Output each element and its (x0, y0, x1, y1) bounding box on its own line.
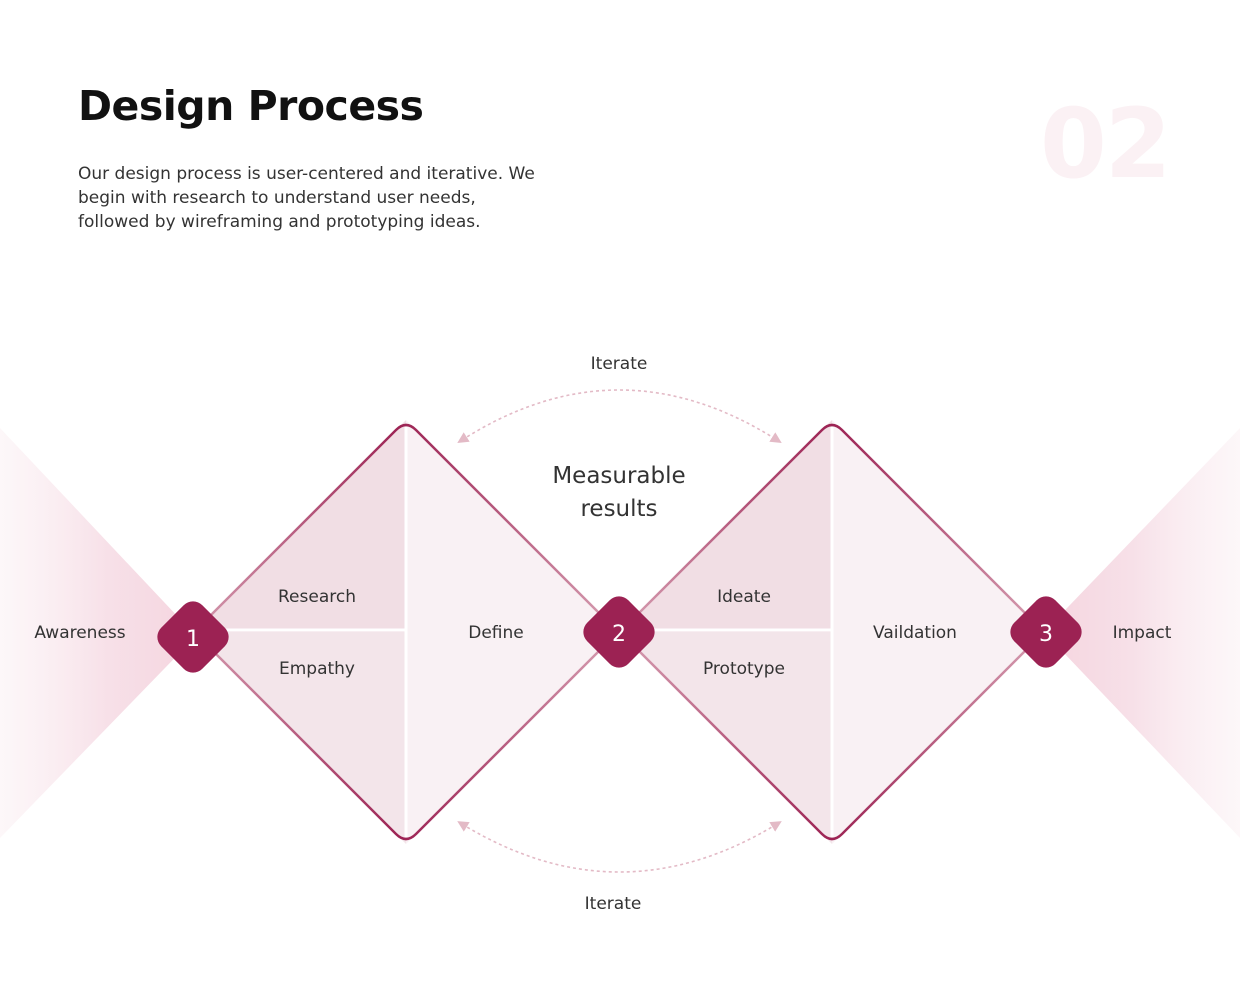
intro-paragraph: Our design process is user-centered and … (78, 164, 535, 232)
validation-label: Vaildation (873, 623, 957, 643)
define-label: Define (468, 623, 524, 643)
prototype-label: Prototype (703, 659, 785, 679)
milestone-2-badge: 2 (583, 596, 655, 668)
milestone-1-label: 1 (186, 627, 200, 652)
diamond2-outline (629, 423, 1035, 841)
iterate-bottom-arrow (457, 821, 782, 873)
ideate-label: Ideate (717, 587, 771, 607)
page-title: Design Process (78, 82, 424, 130)
impact-fan (1044, 428, 1240, 838)
diamond2-right-half (832, 420, 1044, 844)
milestone-1-badge: 1 (157, 601, 229, 673)
iterate-top-label: Iterate (591, 354, 648, 374)
measurable-results-line1: Measurable (552, 463, 685, 489)
research-label: Research (278, 587, 356, 607)
diamond-develop-deliver (620, 420, 1044, 844)
milestone-3-badge: 3 (1010, 596, 1082, 668)
milestone-2-label: 2 (612, 622, 626, 647)
iterate-top-arrow (457, 389, 782, 444)
page-number: 02 (1040, 88, 1172, 200)
awareness-fan (0, 428, 196, 838)
diamond1-outline (193, 423, 609, 841)
empathy-label: Empathy (279, 659, 355, 679)
diamond-discover-define (193, 420, 618, 844)
milestone-3-label: 3 (1039, 622, 1053, 647)
awareness-label: Awareness (34, 623, 125, 643)
diamond1-right-half (406, 420, 618, 844)
iterate-bottom-label: Iterate (585, 894, 642, 914)
impact-label: Impact (1113, 623, 1172, 643)
measurable-results-line2: results (580, 496, 657, 522)
